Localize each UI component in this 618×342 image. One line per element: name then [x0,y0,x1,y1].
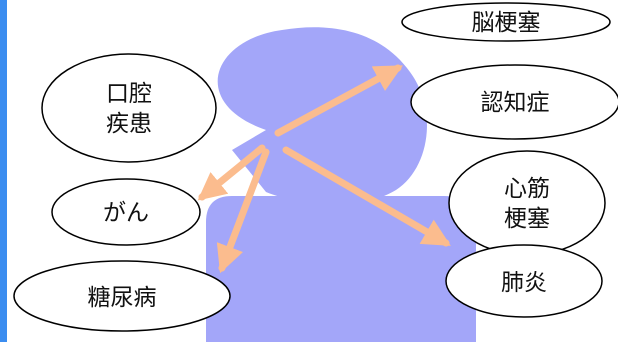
arrows [197,64,451,274]
figure-body [206,196,476,342]
oval-diabetes: 糖尿病 [13,260,231,332]
oval-shape [410,64,618,140]
label-mi-2: 梗塞 [504,206,550,232]
side-accent-bar [0,0,7,342]
oval-dementia: 認知症 [410,64,618,140]
oval-cancer: がん [51,178,201,246]
oval-shape [41,53,217,163]
label-diabetes: 糖尿病 [88,285,157,311]
arrow-to-pneumonia [282,146,451,247]
figure-head [217,27,427,205]
label-mi-1: 心筋 [504,176,550,202]
oval-shape [13,260,231,332]
oval-shape [401,2,611,42]
oval-pneumonia: 肺炎 [445,244,603,318]
arrow-to-diabetes [216,148,270,274]
label-oral-disease-1: 口腔 [106,81,152,107]
oval-shape [445,244,603,318]
label-pneumonia: 肺炎 [501,270,547,296]
oval-shape [448,150,606,256]
oval-shape [51,178,201,246]
label-stroke: 脳梗塞 [472,10,541,36]
label-oral-disease-2: 疾患 [106,111,152,137]
label-dementia: 認知症 [481,90,550,116]
arrow-to-cancer [197,144,266,201]
oval-stroke: 脳梗塞 [401,2,611,42]
oval-mi: 心筋 梗塞 [448,150,606,256]
arrow-to-stroke [274,64,403,137]
label-cancer: がん [103,200,149,226]
oval-oral-disease: 口腔 疾患 [41,53,217,163]
